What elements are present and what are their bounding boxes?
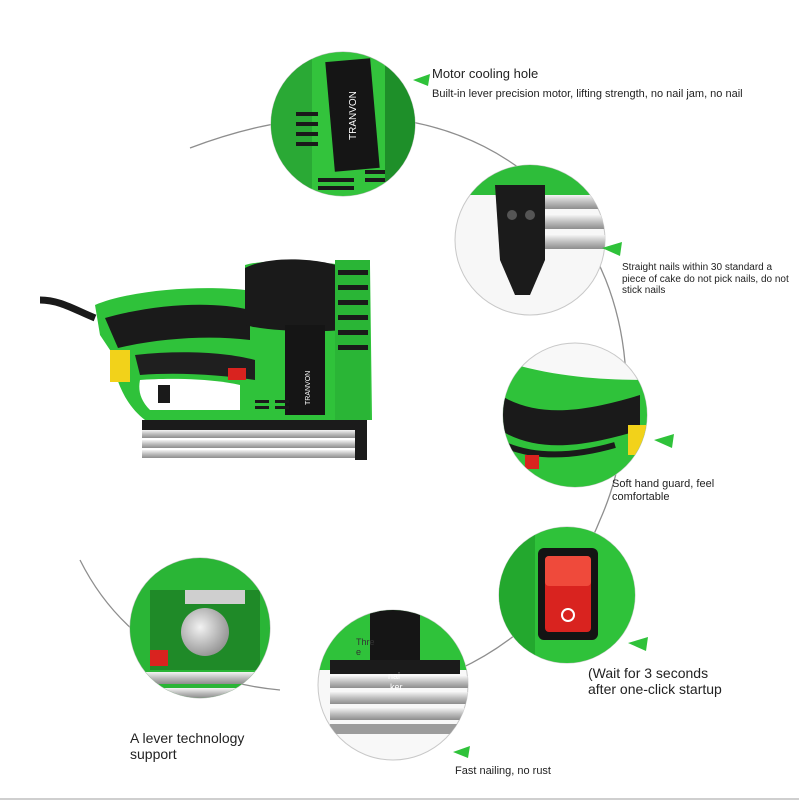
tool-brand-text: TRANVON [305, 371, 312, 405]
callout-arrows [413, 74, 674, 758]
motor-callout-body: Built-in lever precision motor, lifting … [432, 87, 743, 100]
bottom-divider [0, 798, 799, 800]
motor-detail-circle: TRANVON [270, 51, 416, 197]
switch-detail-circle [498, 526, 636, 664]
lever-internals-detail-circle [129, 557, 271, 699]
startup-callout: (Wait for 3 seconds after one-click star… [588, 665, 738, 697]
main-nailer-tool: TRANVON [39, 259, 372, 460]
nails-callout-body: Straight nails within 30 standard a piec… [622, 262, 789, 296]
hand-guard-detail-circle [502, 342, 648, 488]
nail-head-detail-circle [454, 164, 606, 316]
lever-callout-body: A lever technology support [130, 730, 245, 763]
startup-callout-body: (Wait for 3 seconds after one-click star… [588, 665, 722, 698]
motor-callout: Motor cooling hole Built-in lever precis… [432, 66, 772, 101]
guard-callout: Soft hand guard, feel comfortable [612, 478, 752, 503]
lever-callout: A lever technology support [130, 730, 280, 762]
motor-callout-title: Motor cooling hole [432, 66, 539, 81]
nail-rail-detail-circle [317, 609, 469, 761]
nails-callout: Straight nails within 30 standard a piec… [622, 262, 792, 297]
nailer-overlay-text-a: Thre e [356, 637, 375, 658]
nailer-overlay-text-b: nai [388, 671, 401, 681]
motor-brand-text: TRANVON [348, 91, 359, 140]
nailer-overlay-text-c: ker [390, 682, 403, 692]
guard-callout-body: Soft hand guard, feel comfortable [612, 478, 715, 503]
fast-nailing-callout: Fast nailing, no rust [455, 765, 655, 778]
fast-nailing-callout-body: Fast nailing, no rust [455, 765, 551, 777]
